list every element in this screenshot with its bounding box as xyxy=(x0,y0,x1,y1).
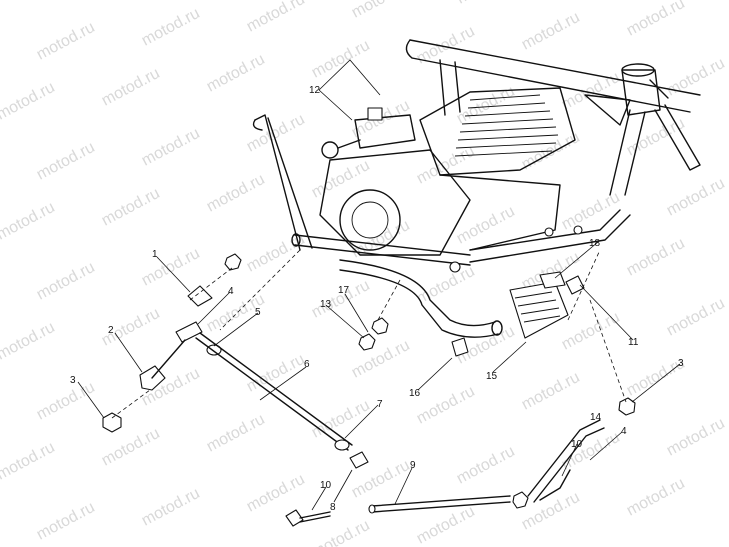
watermark-text: motod.ru xyxy=(309,157,373,202)
callout-17: 17 xyxy=(338,285,350,296)
watermark-text: motod.ru xyxy=(244,231,308,276)
watermark-text: motod.ru xyxy=(414,263,478,308)
callout-3-left: 3 xyxy=(70,375,76,386)
watermark-text: motod.ru xyxy=(139,5,203,50)
callout-8: 8 xyxy=(330,502,336,513)
linkage-assembly xyxy=(102,253,636,527)
watermark-text: motod.ru xyxy=(349,0,413,22)
watermark-text: motod.ru xyxy=(309,397,373,442)
watermark-text: motod.ru xyxy=(139,245,203,290)
watermark-text: motod.ru xyxy=(34,139,98,184)
watermark-text: motod.ru xyxy=(99,65,163,110)
watermark-text: motod.ru xyxy=(519,369,583,414)
callout-15: 15 xyxy=(486,371,498,382)
watermark-text: motod.ru xyxy=(0,439,58,484)
watermark-text: motod.ru xyxy=(244,111,308,156)
callout-2: 2 xyxy=(108,325,114,336)
watermark-text: motod.ru xyxy=(34,259,98,304)
watermark-text: motod.ru xyxy=(0,199,58,244)
watermark-text: motod.ru xyxy=(309,277,373,322)
watermark-text: motod.ru xyxy=(624,235,688,280)
leader-lines xyxy=(77,59,681,511)
watermark-text: motod.ru xyxy=(99,185,163,230)
watermark-text: motod.ru xyxy=(204,171,268,216)
watermark-text: motod.ru xyxy=(454,443,518,488)
watermark-text: motod.ru xyxy=(624,475,688,520)
watermark-text: motod.ru xyxy=(204,51,268,96)
watermark-text: motod.ru xyxy=(624,115,688,160)
callout-18: 18 xyxy=(589,238,601,249)
watermark-text: motod.ru xyxy=(664,175,728,220)
watermark-text: motod.ru xyxy=(139,485,203,530)
watermark-text: motod.ru xyxy=(34,379,98,424)
callout-1: 1 xyxy=(152,249,158,260)
watermark-text: motod.ru xyxy=(204,411,268,456)
watermark-text: motod.ru xyxy=(0,79,58,124)
callout-12: 12 xyxy=(309,85,321,96)
watermark-text: motod.ru xyxy=(414,503,478,547)
watermark-text: motod.ru xyxy=(559,429,623,474)
callout-9: 9 xyxy=(410,460,416,471)
watermark-text: motod.ru xyxy=(244,471,308,516)
callout-10-right: 10 xyxy=(571,439,583,450)
watermark-text: motod.ru xyxy=(99,425,163,470)
watermark-text: motod.ru xyxy=(34,19,98,64)
callout-14: 14 xyxy=(590,412,602,423)
callout-5: 5 xyxy=(255,307,261,318)
watermark-text: motod.ru xyxy=(414,383,478,428)
watermark-text: motod.ru xyxy=(349,337,413,382)
callout-10-left: 10 xyxy=(320,480,332,491)
callout-13: 13 xyxy=(320,299,332,310)
callout-labels: 12 1 4 5 2 3 6 7 17 13 16 15 18 11 3 9 1… xyxy=(70,85,684,513)
watermark-text: motod.ru xyxy=(664,415,728,460)
watermark-text: motod.ru xyxy=(34,499,98,544)
watermark-text: motod.ru xyxy=(519,9,583,54)
callout-6: 6 xyxy=(304,359,310,370)
watermark-text: motod.ru xyxy=(414,143,478,188)
assembly-guide-lines xyxy=(111,249,627,419)
watermark-text: motod.ru xyxy=(139,125,203,170)
callout-3-right: 3 xyxy=(678,358,684,369)
watermark-text: motod.ru xyxy=(664,55,728,100)
watermark-text: motod.ru xyxy=(624,0,688,40)
callout-11: 11 xyxy=(628,337,639,348)
watermark-text: motod.ru xyxy=(0,319,58,364)
watermark-text: motod.ru xyxy=(244,0,308,36)
callout-4: 4 xyxy=(228,286,234,297)
footrest-bracket xyxy=(509,271,585,339)
watermark-text: motod.ru xyxy=(559,69,623,114)
watermark-text: motod.ru xyxy=(559,189,623,234)
watermark-text: motod.ru xyxy=(0,0,58,4)
watermark-text: motod.ru xyxy=(309,517,373,547)
watermark-text: motod.ru xyxy=(559,309,623,354)
watermark-text: motod.ru xyxy=(454,0,518,8)
callout-16: 16 xyxy=(409,388,421,399)
frame-and-engine-assembly xyxy=(252,39,701,338)
callout-7: 7 xyxy=(377,399,383,410)
watermark-text: motod.ru xyxy=(664,295,728,340)
callout-4-right: 4 xyxy=(621,426,627,437)
